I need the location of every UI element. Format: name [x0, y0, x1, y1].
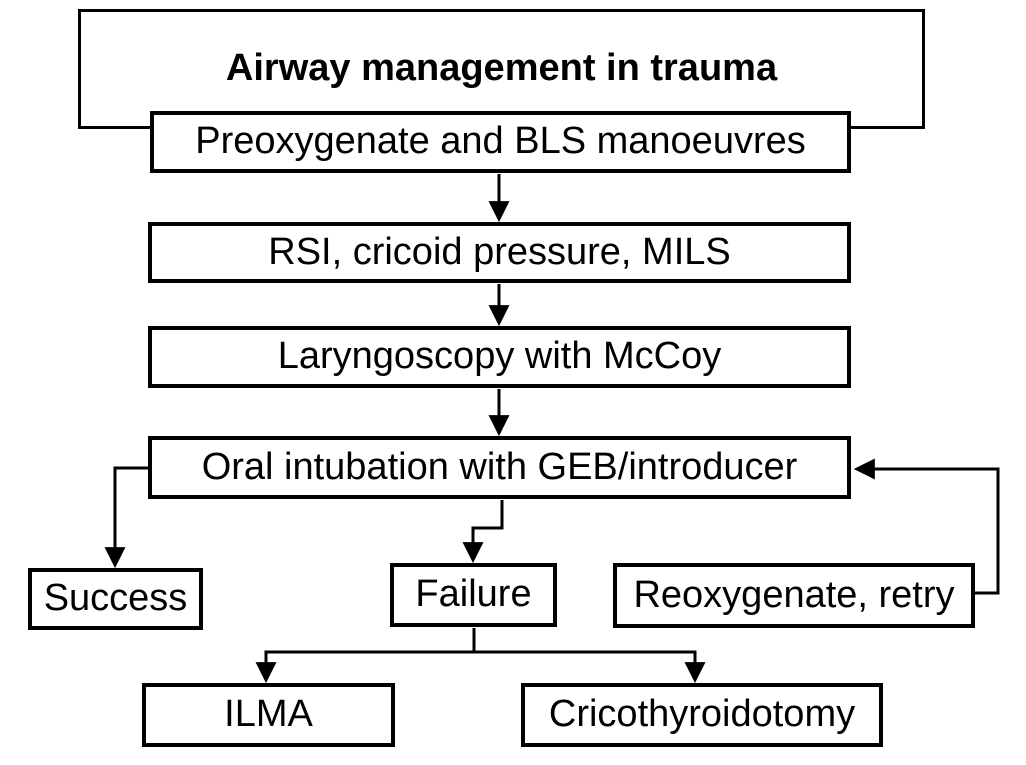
node-ilma: ILMA: [142, 683, 395, 747]
node-rsi-label: RSI, cricoid pressure, MILS: [268, 230, 731, 273]
node-failure-label: Failure: [415, 573, 532, 616]
node-reoxygenate: Reoxygenate, retry: [613, 563, 975, 628]
arrow-oral-intubation-to-success: [104, 466, 150, 569]
arrow-oral-intubation-to-failure: [462, 500, 504, 564]
node-title-label: Airway management in trauma: [225, 47, 778, 90]
node-preoxygenate: Preoxygenate and BLS manoeuvres: [150, 111, 851, 173]
node-laryngoscopy-label: Laryngoscopy with McCoy: [277, 335, 722, 378]
node-ilma-label: ILMA: [224, 693, 313, 736]
node-cricothyroidotomy-label: Cricothyroidotomy: [548, 693, 856, 736]
node-success-label: Success: [43, 577, 188, 620]
node-preoxygenate-label: Preoxygenate and BLS manoeuvres: [195, 120, 806, 163]
node-oral-intubation-label: Oral intubation with GEB/introducer: [201, 445, 798, 488]
node-laryngoscopy: Laryngoscopy with McCoy: [148, 326, 851, 388]
node-title: Airway management in trauma: [78, 9, 925, 129]
node-oral-intubation: Oral intubation with GEB/introducer: [148, 436, 851, 499]
node-reoxygenate-label: Reoxygenate, retry: [633, 573, 955, 616]
node-rsi: RSI, cricoid pressure, MILS: [148, 222, 851, 283]
node-cricothyroidotomy: Cricothyroidotomy: [521, 683, 883, 747]
node-failure: Failure: [390, 563, 557, 627]
node-success: Success: [28, 568, 203, 630]
